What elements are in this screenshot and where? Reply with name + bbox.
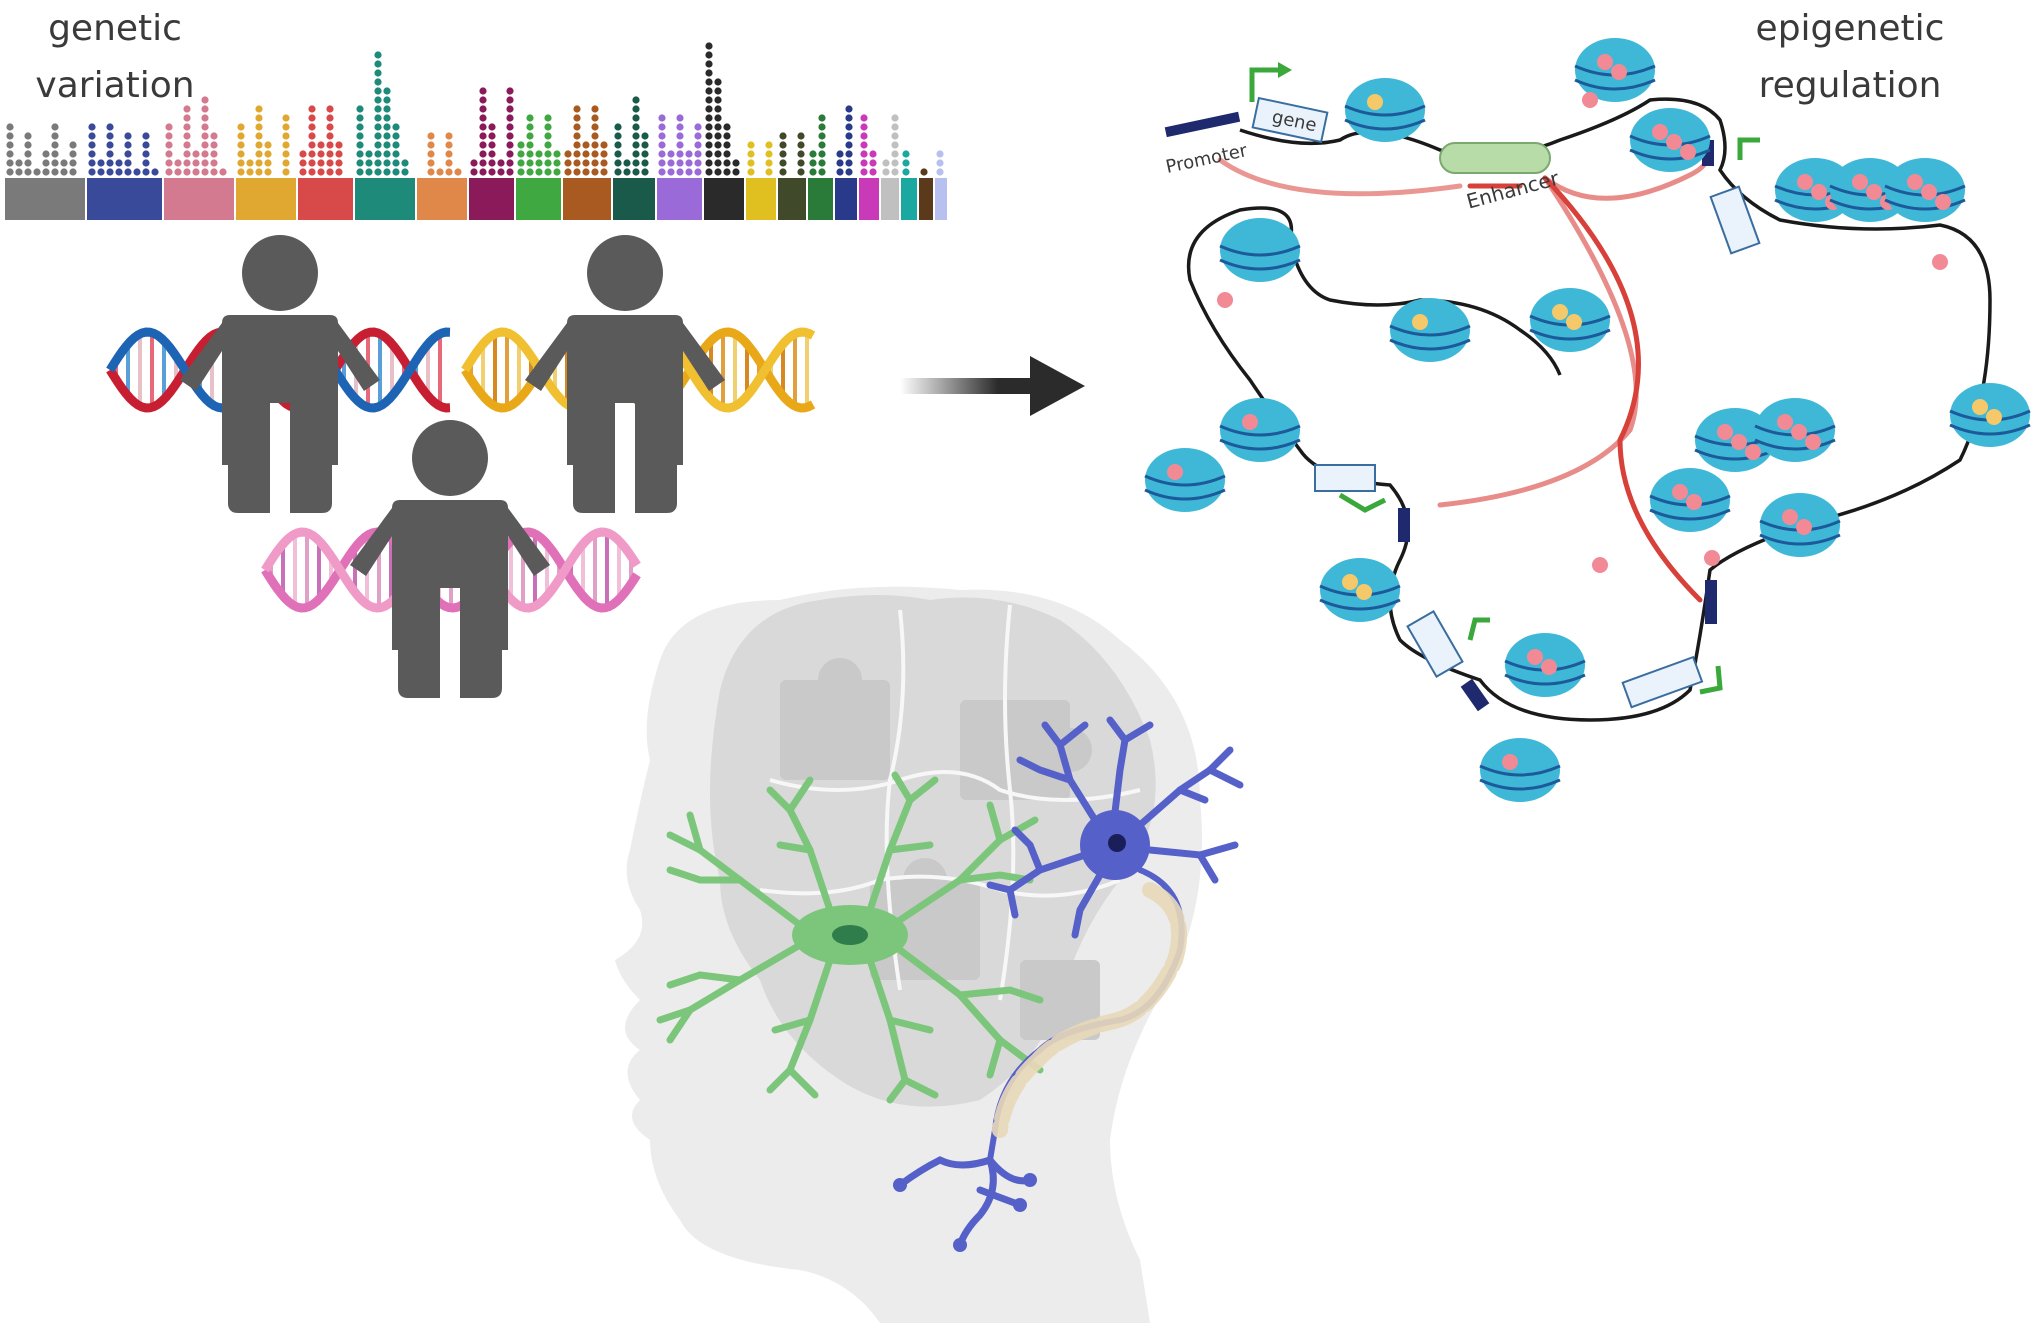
nucleosome [1218, 396, 1302, 464]
person-icon [180, 235, 380, 513]
neuron-blue [893, 716, 1244, 1252]
epigenetic-regulation-label: epigenetic regulation [1700, 0, 2000, 114]
person-icon [525, 235, 725, 513]
person-icon [350, 420, 550, 698]
nucleosome [1478, 736, 1562, 804]
neuron-green [656, 771, 1044, 1104]
chromatin-loop: Promoter gene Enhancer [1143, 36, 2032, 804]
genetic-variation-label: genetic variation [0, 0, 230, 114]
nucleosome [1388, 296, 1472, 364]
manhattan-plot [5, 42, 947, 220]
nucleosome [1343, 76, 1427, 144]
epigenetic-label-line1: epigenetic [1755, 8, 1945, 49]
genetic-label-line2: variation [35, 65, 195, 106]
genetic-label-line1: genetic [48, 8, 182, 49]
nucleosome [1143, 446, 1227, 514]
epigenetic-label-line2: regulation [1758, 65, 1942, 106]
arrow-right [900, 356, 1085, 416]
gene-element: gene [1251, 96, 1329, 144]
nucleosome [1218, 216, 1302, 284]
enhancer-element: Enhancer [1439, 142, 1562, 214]
